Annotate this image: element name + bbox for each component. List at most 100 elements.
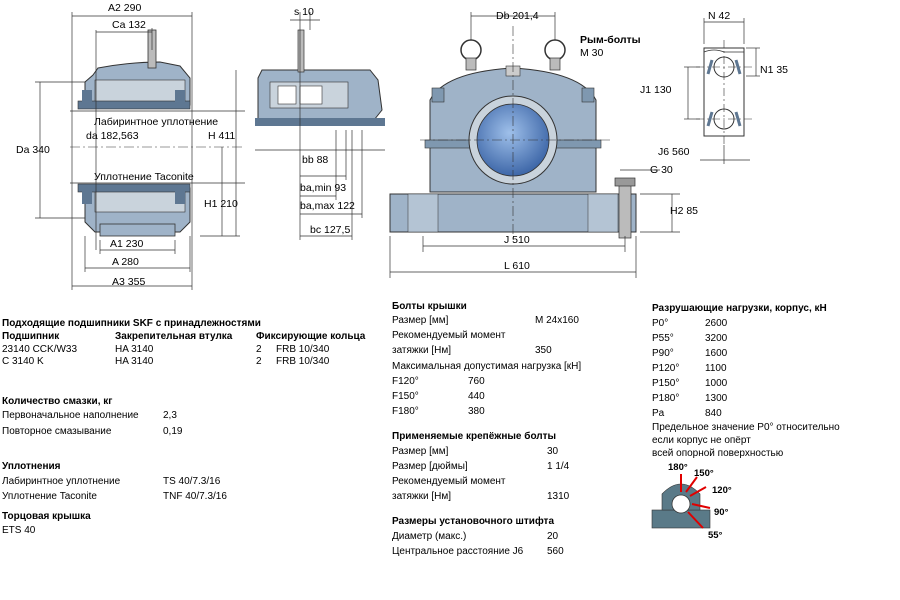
grease-relub-label: Повторное смазывание — [2, 426, 112, 437]
breaking-load-pa-label: Pa — [652, 408, 665, 419]
cap-bolts-title: Болты крышки — [392, 301, 467, 312]
breaking-loads-note-1: Предельное значение P0° относительно — [652, 422, 840, 433]
breaking-load-p90-label: P90° — [652, 348, 674, 359]
grease-initial-label: Первоначальное наполнение — [2, 410, 139, 421]
fixing-bolts-size-mm-value: 30 — [547, 446, 559, 457]
cap-bolts-torque-value: 350 — [535, 345, 552, 356]
table-row-sleeve: HA 3140 — [115, 356, 154, 367]
load-f120-label: F120° — [392, 376, 419, 387]
angle-label-120: 120° — [712, 485, 732, 496]
dim-j: J 510 — [504, 234, 530, 246]
cap-bolts-max-load-label: Максимальная допустимая нагрузка [кН] — [392, 361, 582, 372]
breaking-load-p90-value: 1600 — [705, 348, 728, 359]
dim-db: Db 201,4 — [496, 10, 539, 22]
taconite-seal-label: Уплотнение Taconite — [94, 171, 194, 183]
dim-j6: J6 560 — [658, 146, 690, 158]
dim-l: L 610 — [504, 260, 530, 272]
cap-bolts-torque-label1: Рекомендуемый момент — [392, 330, 506, 341]
dim-j1: J1 130 — [640, 84, 672, 96]
load-f120-value: 760 — [468, 376, 485, 387]
table-row-qty: 2 — [256, 356, 262, 367]
table-row-ring: FRB 10/340 — [276, 356, 330, 367]
dim-h1: H1 210 — [204, 198, 238, 210]
breaking-load-p120-label: P120° — [652, 363, 680, 374]
dowel-title: Размеры установочного штифта — [392, 516, 555, 527]
dim-g: G 30 — [650, 164, 673, 176]
seal-taconite-label: Уплотнение Taconite — [2, 491, 97, 502]
angle-label-150: 150° — [694, 468, 714, 479]
load-angle-diagram — [651, 474, 711, 529]
dim-bc: bc 127,5 — [310, 224, 351, 236]
eyebolts-title: Рым-болты — [580, 34, 641, 46]
eyebolts-size: M 30 — [580, 47, 604, 59]
table-row-qty: 2 — [256, 344, 262, 355]
fixing-bolts-size-mm-label: Размер [мм] — [392, 446, 449, 457]
breaking-load-p0-value: 2600 — [705, 318, 728, 329]
cap-bolts-size-label: Размер [мм] — [392, 315, 449, 326]
table-row-sleeve: HA 3140 — [115, 344, 154, 355]
dim-n1: N1 35 — [760, 64, 789, 76]
seals-title: Уплотнения — [2, 461, 61, 472]
cap-bolts-torque-label2: затяжки [Нм] — [392, 345, 452, 356]
seal-labyrinth-label: Лабиринтное уплотнение — [2, 476, 121, 487]
breaking-load-p0-label: P0° — [652, 318, 669, 329]
dowel-distance-value: 560 — [547, 546, 564, 557]
angle-label-55: 55° — [708, 530, 723, 541]
fixing-bolts-size-in-label: Размер [дюймы] — [392, 461, 468, 472]
fixing-bolts-torque-label2: затяжки [Нм] — [392, 491, 452, 502]
end-cover-value: ETS 40 — [2, 525, 36, 536]
dim-a1: A1 230 — [110, 238, 144, 250]
dim-a2: A2 290 — [108, 2, 142, 14]
table-row-bearing: 23140 CCK/W33 — [2, 344, 78, 355]
section-view — [35, 12, 276, 290]
fixing-bolts-torque-value: 1310 — [547, 491, 570, 502]
labyrinth-seal-label: Лабиринтное уплотнение — [94, 116, 219, 128]
bearings-header-bearing: Подшипник — [2, 331, 60, 342]
end-cover-title: Торцовая крышка — [2, 511, 91, 522]
dim-n: N 42 — [708, 10, 731, 22]
dim-a: A 280 — [112, 256, 139, 268]
breaking-load-p120-value: 1100 — [705, 363, 727, 374]
bearings-title: Подходящие подшипники SKF с принадлежнос… — [2, 318, 261, 329]
dim-s: s 10 — [294, 6, 314, 18]
dim-ba-min: ba,min 93 — [300, 182, 347, 194]
breaking-load-p55-label: P55° — [652, 333, 674, 344]
partial-section-view — [255, 12, 385, 240]
grease-initial-value: 2,3 — [163, 410, 177, 421]
dim-h: H 411 — [208, 130, 236, 142]
breaking-load-p150-label: P150° — [652, 378, 680, 389]
front-view — [388, 12, 680, 278]
seal-taconite-value: TNF 40/7.3/16 — [163, 491, 227, 502]
breaking-load-p150-value: 1000 — [705, 378, 728, 389]
breaking-load-p180-value: 1300 — [705, 393, 728, 404]
breaking-load-pa-value: 840 — [705, 408, 722, 419]
grease-relub-value: 0,19 — [163, 426, 183, 437]
table-row-ring: FRB 10/340 — [276, 344, 330, 355]
dim-da-small: da 182,563 — [86, 130, 139, 142]
breaking-loads-note-2: если корпус не опёрт — [652, 435, 751, 446]
fixing-bolts-size-in-value: 1 1/4 — [547, 461, 570, 472]
cap-bolts-size-value: M 24x160 — [535, 315, 579, 326]
dim-h2: H2 85 — [670, 205, 699, 217]
dim-da-big: Da 340 — [16, 144, 50, 156]
dim-a3: A3 355 — [112, 276, 146, 288]
fixing-bolts-torque-label1: Рекомендуемый момент — [392, 476, 506, 487]
bearings-header-rings: Фиксирующие кольца — [256, 331, 366, 342]
load-f180-label: F180° — [392, 406, 419, 417]
dim-ba-max: ba,max 122 — [300, 200, 355, 212]
seal-labyrinth-value: TS 40/7.3/16 — [163, 476, 221, 487]
breaking-loads-note-3: всей опорной поверхностью — [652, 448, 784, 459]
dowel-diameter-value: 20 — [547, 531, 559, 542]
table-row-bearing: C 3140 K — [2, 356, 44, 367]
grease-title: Количество смазки, кг — [2, 396, 113, 407]
load-f150-value: 440 — [468, 391, 485, 402]
load-f150-label: F150° — [392, 391, 419, 402]
angle-label-180: 180° — [668, 462, 688, 473]
load-f180-value: 380 — [468, 406, 485, 417]
top-view — [684, 18, 760, 164]
bearings-header-sleeve: Закрепительная втулка — [115, 331, 233, 342]
dim-bb: bb 88 — [302, 154, 329, 166]
dim-ca: Ca 132 — [112, 19, 146, 31]
angle-label-90: 90° — [714, 507, 729, 518]
